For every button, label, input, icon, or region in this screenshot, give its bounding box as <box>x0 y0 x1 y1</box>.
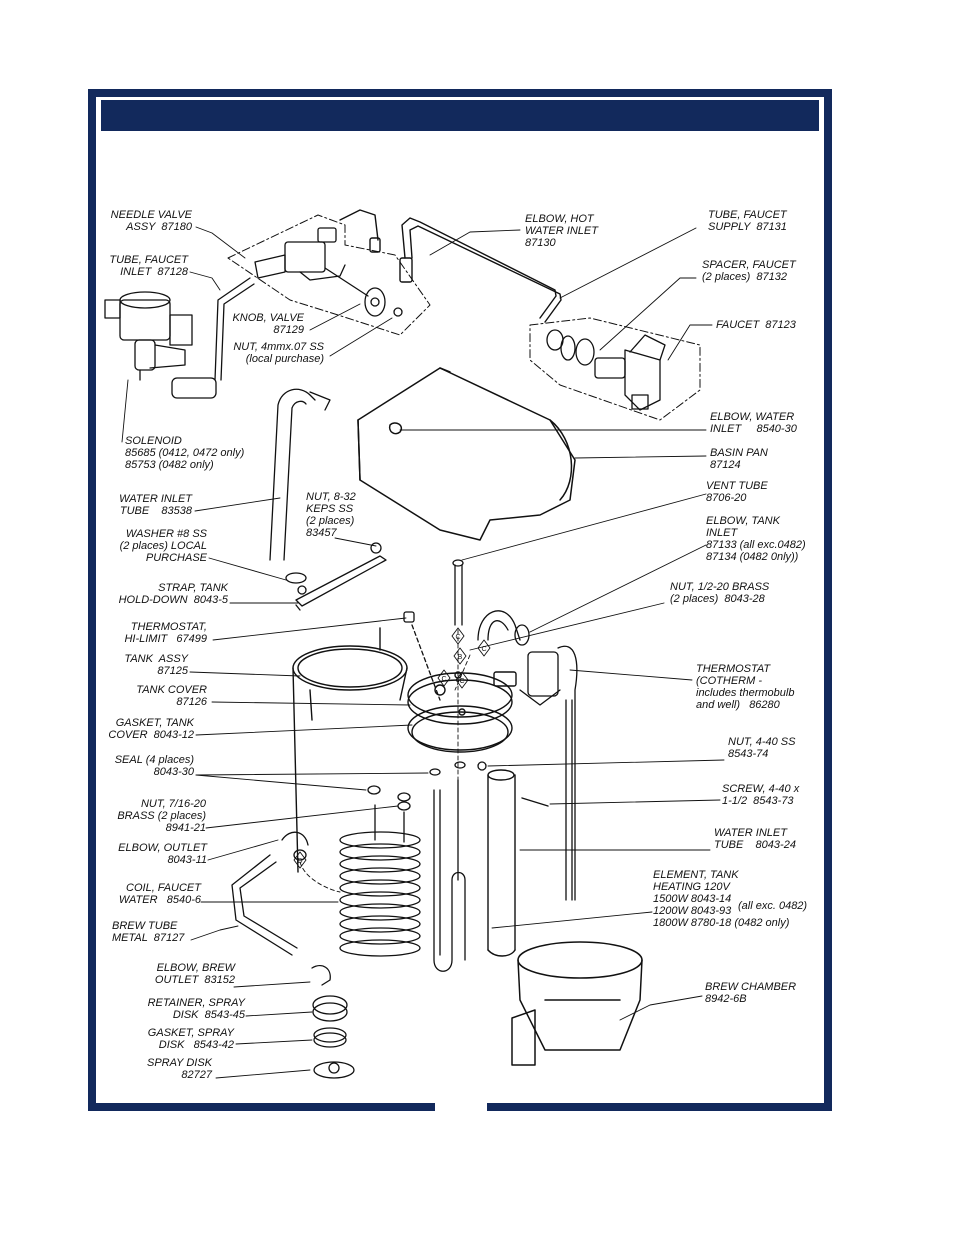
marker-c-4: C <box>459 678 464 685</box>
label-tube-faucet-inlet: TUBE, FAUCET INLET 87128 <box>109 254 188 278</box>
label-seal: SEAL (4 places) 8043-30 <box>114 754 194 778</box>
label-vent-tube: VENT TUBE 8706-20 <box>706 480 768 504</box>
label-nut-4mm: NUT, 4mmx.07 SS (local purchase) <box>233 341 324 365</box>
heating-tank <box>292 627 408 873</box>
tank-cover <box>407 671 517 753</box>
faucet-water-coil <box>339 804 421 957</box>
seals-and-nuts <box>367 761 487 811</box>
label-tube-faucet-supply: TUBE, FAUCET SUPPLY 87131 <box>708 209 787 233</box>
brew-tube <box>231 831 309 956</box>
faucet-supply-tube <box>339 209 562 323</box>
solenoid-valve <box>104 291 193 381</box>
label-water-inlet-tube-top: WATER INLET TUBE 83538 <box>119 493 192 517</box>
header-bar <box>101 100 819 131</box>
label-element-note: (all exc. 0482) <box>738 900 808 912</box>
label-elbow-water-inlet: ELBOW, WATER INLET 8540-30 <box>710 411 797 435</box>
label-spray-disk: SPRAY DISK 82727 <box>146 1057 212 1081</box>
label-nut-440: NUT, 4-40 SS 8543-74 <box>728 736 796 760</box>
label-spacer-faucet: SPACER, FAUCET (2 places) 87132 <box>702 259 796 283</box>
brew-chamber <box>511 941 643 1066</box>
label-tank-assy: TANK ASSY 87125 <box>124 653 188 677</box>
label-washer: WASHER #8 SS (2 places) LOCAL PURCHASE <box>119 528 207 564</box>
label-gasket-spray: GASKET, SPRAY DISK 8543-42 <box>147 1027 234 1051</box>
label-thermostat-hilimit: THERMOSTAT, HI-LIMIT 67499 <box>124 621 207 645</box>
label-elbow-outlet: ELBOW, OUTLET 8043-11 <box>118 842 207 866</box>
water-inlet-hose <box>269 388 331 561</box>
label-water-inlet-tube-bottom: WATER INLET TUBE 8043-24 <box>714 827 796 851</box>
label-elbow-brew: ELBOW, BREW OUTLET 83152 <box>154 962 235 986</box>
leader-lines <box>121 226 725 1079</box>
hi-limit-thermostat <box>403 611 441 701</box>
page-number-gap <box>435 1100 487 1112</box>
marker-c-2: C <box>481 646 486 653</box>
label-knob-valve: KNOB, VALVE 87129 <box>232 312 304 336</box>
label-solenoid: SOLENOID 85685 (0412, 0472 only) 85753 (… <box>125 435 245 471</box>
label-tank-cover: TANK COVER 87126 <box>136 684 207 708</box>
heating-element <box>433 779 466 972</box>
tank-strap <box>285 542 387 611</box>
marker-c-3: C <box>441 676 446 683</box>
faucet-inlet-tube <box>171 277 255 399</box>
label-gasket-tank: GASKET, TANK COVER 8043-12 <box>108 717 194 741</box>
label-nut-half-brass: NUT, 1/2-20 BRASS (2 places) 8043-28 <box>670 581 770 605</box>
label-brew-chamber: BREW CHAMBER 8942-6B <box>705 981 797 1005</box>
label-thermostat-cotherm: THERMOSTAT (COTHERM - includes thermobul… <box>696 663 795 711</box>
marker-c-1: C <box>455 634 460 641</box>
label-needle-valve: NEEDLE VALVE ASSY 87180 <box>110 209 192 233</box>
spray-parts <box>311 965 355 1079</box>
alignment-lines <box>299 629 471 893</box>
label-strap-tank: STRAP, TANK HOLD-DOWN 8043-5 <box>118 582 228 606</box>
basin-pan <box>357 367 576 541</box>
label-coil-faucet: COIL, FAUCET WATER 8540-6 <box>118 882 201 906</box>
label-screw-440: SCREW, 4-40 x 1-1/2 8543-73 <box>722 783 800 807</box>
label-faucet: FAUCET 87123 <box>716 319 796 331</box>
vent-tube-elbow <box>452 559 530 646</box>
marker-d: D <box>297 858 302 865</box>
cotherm-thermostat <box>519 645 578 901</box>
label-element-tank: ELEMENT, TANK HEATING 120V 1500W 8043-14… <box>653 869 790 929</box>
marker-b: B <box>458 654 463 661</box>
faucet-assembly <box>546 329 666 411</box>
water-inlet-tube-right <box>487 769 549 957</box>
reference-markers <box>293 627 491 869</box>
label-elbow-tank-inlet: ELBOW, TANK INLET 87133 (all exc.0482) 8… <box>706 515 806 563</box>
needle-valve-assembly <box>254 227 403 317</box>
label-retainer-spray: RETAINER, SPRAY DISK 8543-45 <box>147 997 245 1021</box>
label-basin-pan: BASIN PAN 87124 <box>710 447 768 471</box>
page-frame-inner <box>96 97 824 1103</box>
label-elbow-hot-water: ELBOW, HOT WATER INLET 87130 <box>525 213 598 249</box>
label-nut-832: NUT, 8-32 KEPS SS (2 places) 83457 <box>306 491 356 539</box>
label-brew-tube: BREW TUBE METAL 87127 <box>112 920 185 944</box>
label-nut-716: NUT, 7/16-20 BRASS (2 places) 8941-21 <box>117 798 206 834</box>
